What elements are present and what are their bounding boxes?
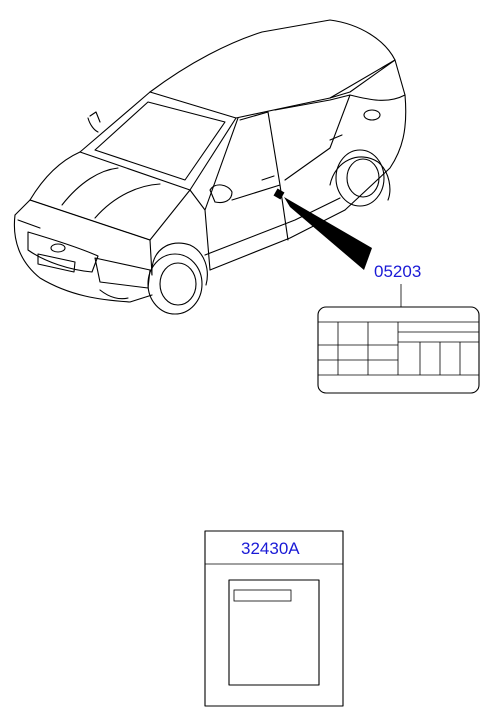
- part-number-05203[interactable]: 05203: [374, 262, 422, 281]
- leader-wedge: [284, 197, 372, 270]
- label-05203: [317, 306, 480, 394]
- part-number-32430A[interactable]: 32430A: [241, 539, 300, 558]
- label-32430A: [204, 530, 344, 707]
- car-illustration: [13, 19, 407, 315]
